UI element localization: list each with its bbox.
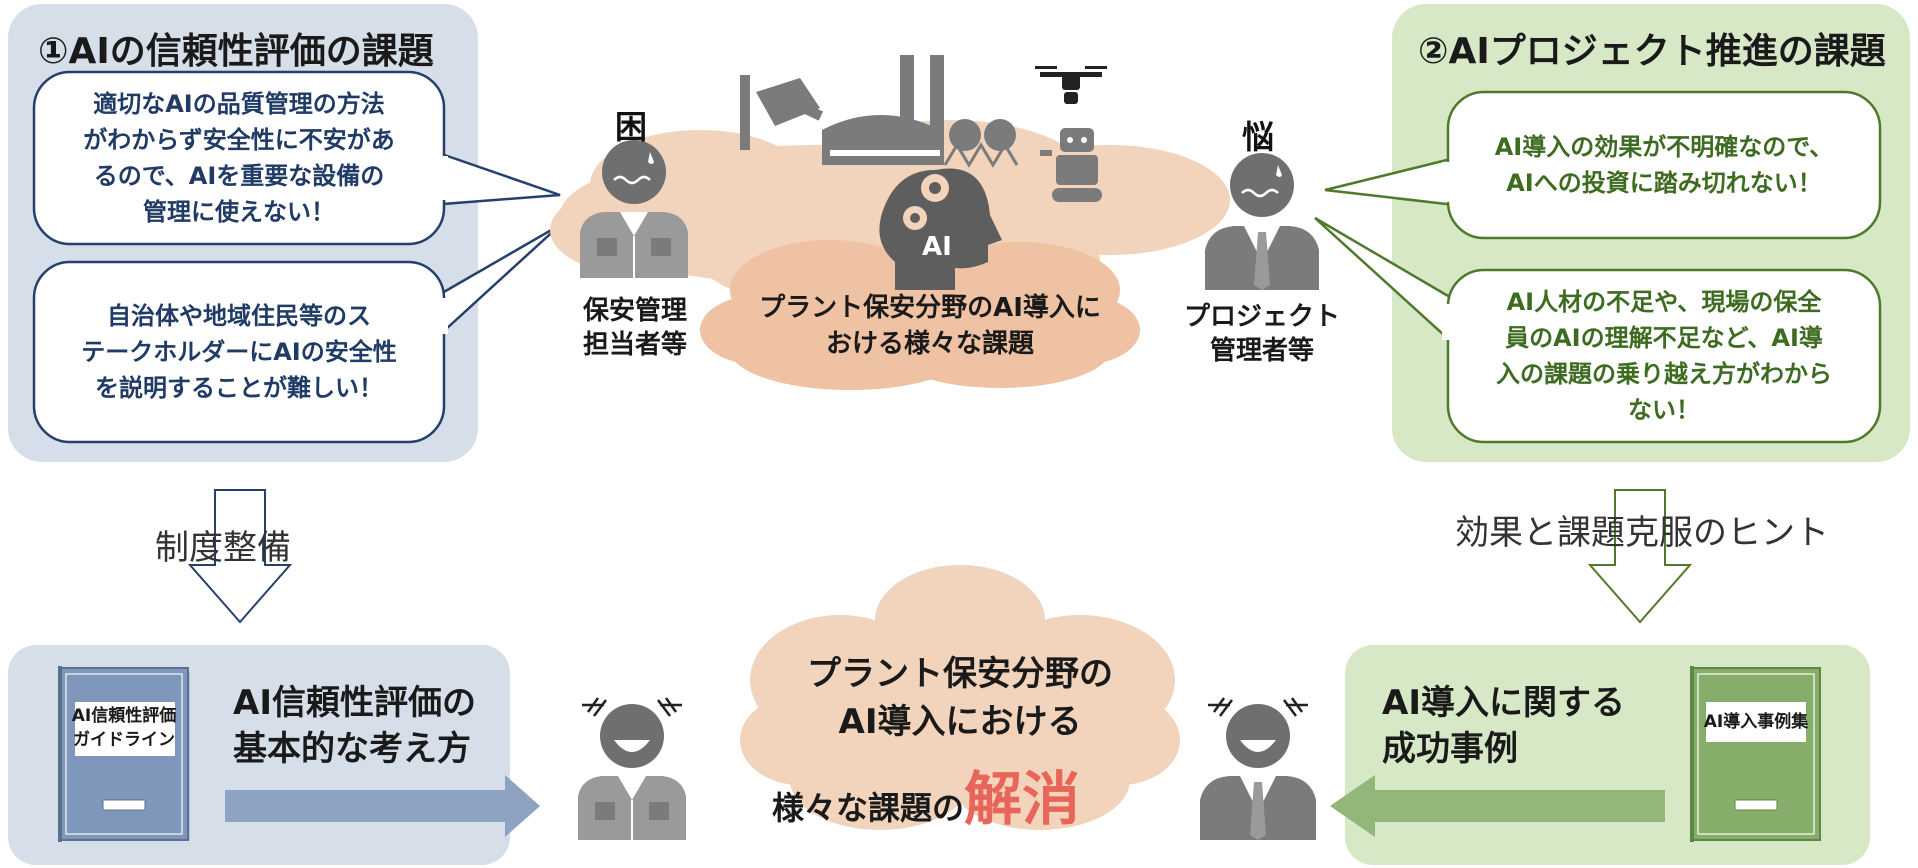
guideline-book-label-line: AI信頼性評価 [71,706,177,726]
robot-icon [1040,128,1102,202]
left-bubble-1-line: 適切なAIの品質管理の方法 [93,90,385,118]
right-down-arrow-shape [1587,489,1693,624]
right-bubble-2-shape [1314,216,1882,444]
top-cloud-line: プラント保安分野のAI導入に [759,293,1101,323]
bottom-cloud-line-1: プラント保安分野の [807,654,1113,694]
ai-head-icon [879,168,1002,290]
bottom-right-text-line: AI導入に関する [1382,683,1625,723]
left-bubble-1-line: がわからず安全性に不安があ [83,126,395,154]
bottom-left-text-line: 基本的な考え方 [233,729,471,769]
right-bubble-2-line: 員のAIの理解不足など、AI導 [1505,324,1823,352]
left-bubble-2-line: テークホルダーにAIの安全性 [81,338,397,366]
worker-caption: 保安管理 担当者等 [560,294,710,362]
right-bubble-2-line: 入の課題の乗り越え方がわから [1496,360,1832,388]
bottom-cloud-emphasis: 解消 [964,765,1081,833]
worker-happy-figure [578,697,686,840]
worker-trouble-mark: 困 [615,108,648,146]
guideline-book-label-line: ガイドライン [73,730,175,750]
worker-troubled-figure [580,140,688,278]
ai-head-label: AI [922,232,952,262]
guideline-book-shape [58,666,190,842]
bottom-cloud-text: プラント保安分野の AI導入における [760,650,1160,746]
bottom-right-text: AI導入に関する 成功事例 [1382,680,1625,772]
bottom-cloud-line-3: 様々な課題の解消 [772,752,1172,836]
manager-caption: プロジェクト 管理者等 [1172,300,1352,368]
right-bubble-1: AI導入の効果が不明確なので、 AIへの投資に踏み切れない！ [1448,92,1880,238]
left-bubble-2-line: 自治体や地域住民等のス [106,302,371,330]
factory-icon [822,55,1019,168]
right-bubble-1-line: AI導入の効果が不明確なので、 [1494,133,1834,161]
casebook-shape [1690,666,1821,842]
right-arrow-label: 効果と課題克服のヒント [1455,513,1829,553]
left-bubble-1-line: 管理に使えない！ [143,198,335,226]
right-bubble-1-line: AIへの投資に踏み切れない！ [1506,169,1822,197]
right-panel-title: ②AIプロジェクト推進の課題 [1418,31,1886,72]
manager-caption-line: 管理者等 [1209,336,1314,366]
top-cloud-line: おける様々な課題 [825,329,1034,359]
manager-worried-figure [1205,153,1319,290]
left-panel-title: ①AIの信頼性評価の課題 [38,31,434,72]
drone-icon [1035,66,1107,104]
right-bubble-1-shape [1324,90,1882,240]
worker-caption-line: 保安管理 [582,296,687,326]
top-cloud-text: プラント保安分野のAI導入に おける様々な課題 [730,290,1130,362]
casebook-label-line: AI導入事例集 [1703,712,1809,732]
bottom-left-text-line: AI信頼性評価の [233,683,476,723]
right-bubble-2: AI人材の不足や、現場の保全 員のAIの理解不足など、AI導 入の課題の乗り越え… [1448,270,1880,442]
guideline-book-label: AI信頼性評価 ガイドライン [52,704,196,752]
manager-caption-line: プロジェクト [1183,302,1340,332]
left-bubble-1-line: るので、AIを重要な設備の [93,162,385,190]
left-bubble-2-shape [32,223,561,444]
left-bubble-1-shape [32,70,561,246]
left-bubble-1: 適切なAIの品質管理の方法 がわからず安全性に不安があ るので、AIを重要な設備… [34,72,444,244]
green-left-arrow-shape [1330,775,1665,837]
casebook-label: AI導入事例集 [1684,710,1828,734]
worker-caption-line: 担当者等 [582,330,687,360]
blue-right-arrow-shape [225,775,540,837]
manager-worry-mark: 悩 [1242,118,1275,156]
left-bubble-2: 自治体や地域住民等のス テークホルダーにAIの安全性 を説明することが難しい！ [34,262,444,442]
top-cloud-inner-shape [700,240,1140,390]
security-camera-icon [740,75,823,150]
manager-happy-figure [1200,697,1316,840]
bottom-right-text-line: 成功事例 [1382,729,1518,769]
left-bubble-2-line: を説明することが難しい！ [94,374,383,402]
left-arrow-label: 制度整備 [155,528,291,568]
bottom-left-text: AI信頼性評価の 基本的な考え方 [233,680,476,772]
bottom-cloud-line-3-prefix: 様々な課題の [772,789,965,827]
bottom-cloud-shape [740,565,1180,830]
bottom-cloud-line-2: AI導入における [838,702,1082,742]
right-bubble-2-line: ない！ [1628,396,1700,424]
left-down-arrow-shape [187,489,293,624]
right-bubble-2-line: AI人材の不足や、現場の保全 [1506,288,1822,316]
